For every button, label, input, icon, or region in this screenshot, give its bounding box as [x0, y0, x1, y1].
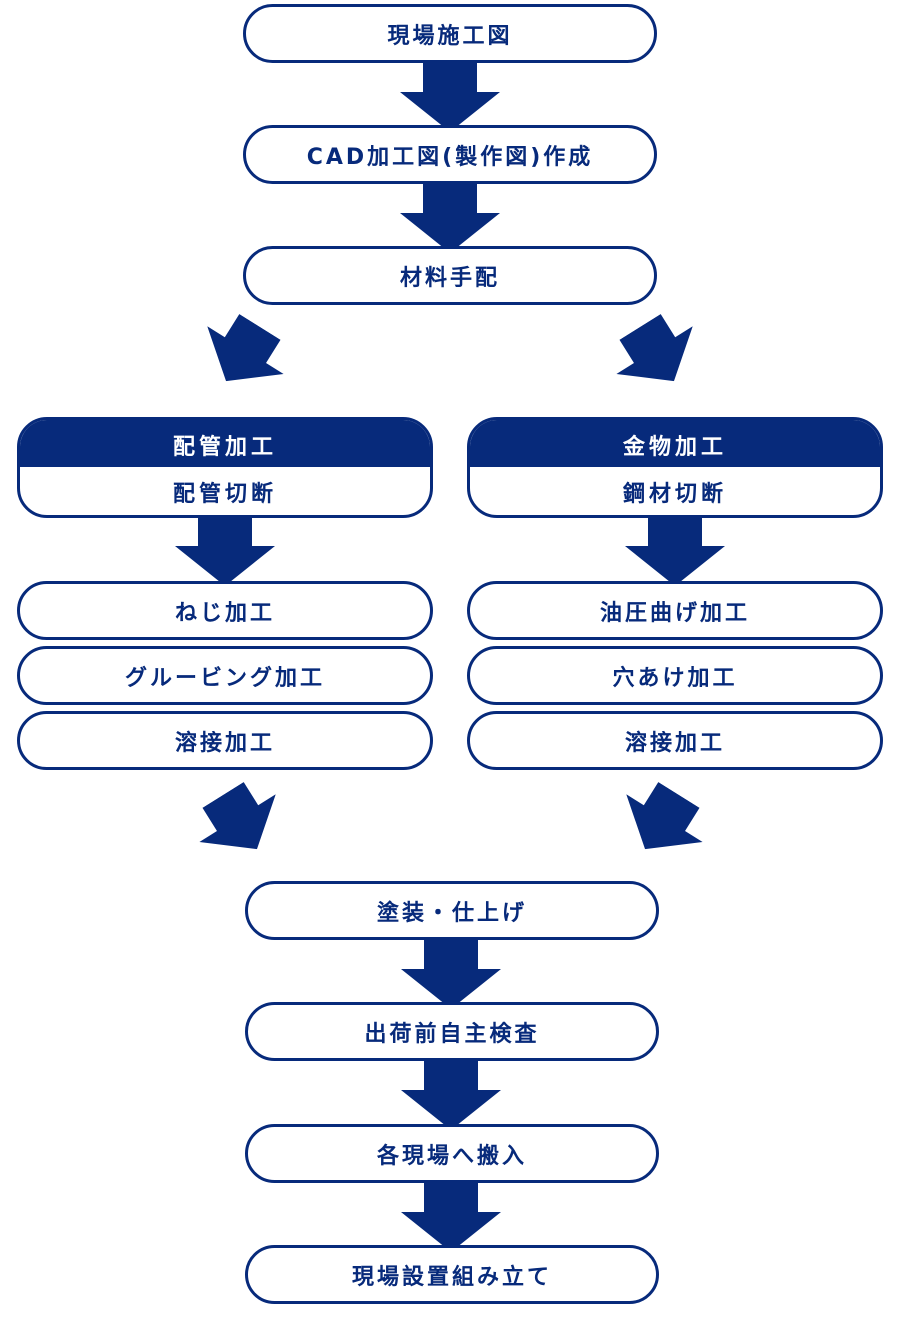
step-painting-finishing: 塗装・仕上げ: [245, 881, 659, 940]
step-welding-metal: 溶接加工: [467, 711, 883, 770]
branch-pipe-processing: 配管加工 配管切断: [17, 417, 433, 518]
step-grooving: グルービング加工: [17, 646, 433, 705]
step-welding-pipe: 溶接加工: [17, 711, 433, 770]
step-onsite-assembly: 現場設置組み立て: [245, 1245, 659, 1304]
arrow-down-left-icon: [607, 771, 717, 873]
down-arrow-icon: [401, 1060, 501, 1130]
step-hydraulic-bending: 油圧曲げ加工: [467, 581, 883, 640]
step-site-drawing: 現場施工図: [243, 4, 657, 63]
branch-title: 配管加工: [20, 420, 430, 467]
branch-metal-processing: 金物加工 鋼材切断: [467, 417, 883, 518]
down-arrow-icon: [400, 62, 500, 132]
down-arrow-icon: [401, 1182, 501, 1252]
arrow-down-right-icon: [602, 303, 712, 405]
down-arrow-icon: [625, 516, 725, 586]
step-delivery-to-site: 各現場へ搬入: [245, 1124, 659, 1183]
step-material-order: 材料手配: [243, 246, 657, 305]
branch-first-step: 配管切断: [172, 482, 277, 507]
branch-title: 金物加工: [470, 420, 880, 467]
down-arrow-icon: [400, 183, 500, 253]
step-threading: ねじ加工: [17, 581, 433, 640]
step-cad-drawing: CAD加工図(製作図)作成: [243, 125, 657, 184]
step-pre-shipment-inspection: 出荷前自主検査: [245, 1002, 659, 1061]
arrow-down-right-icon: [185, 771, 295, 873]
arrow-down-left-icon: [188, 303, 298, 405]
step-drilling: 穴あけ加工: [467, 646, 883, 705]
branch-first-step: 鋼材切断: [622, 482, 727, 507]
down-arrow-icon: [401, 939, 501, 1009]
down-arrow-icon: [175, 516, 275, 586]
